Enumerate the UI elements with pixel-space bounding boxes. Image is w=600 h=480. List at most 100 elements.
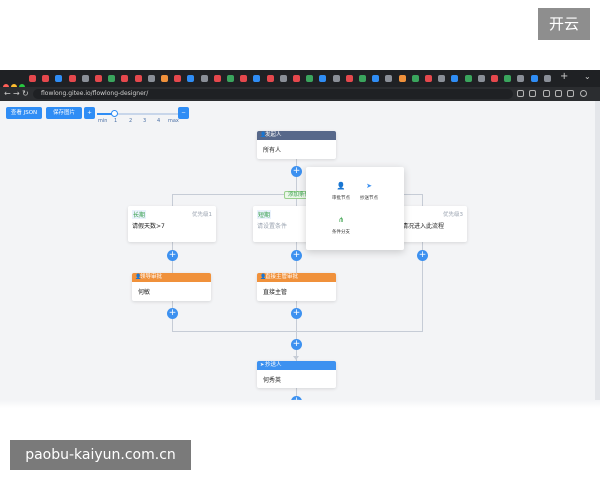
tab-favicon-icon[interactable] xyxy=(438,75,446,82)
tab-favicon-icon[interactable] xyxy=(306,75,314,82)
connector-line xyxy=(172,194,173,206)
tab-favicon-icon[interactable] xyxy=(227,75,234,82)
cc-node-header: ➤抄送人 xyxy=(257,361,336,370)
connector-line xyxy=(296,199,297,206)
tab-favicon-icon[interactable] xyxy=(451,75,459,82)
connector-line xyxy=(422,194,423,206)
url-field[interactable]: flowlong.gitee.io/flowlong-designer/ xyxy=(33,89,513,99)
zoom-in-button[interactable]: + xyxy=(84,107,95,119)
save-image-button[interactable]: 保存图片 xyxy=(46,107,82,119)
url-text: flowlong.gitee.io/flowlong-designer/ xyxy=(41,90,149,97)
add-node-button[interactable]: + xyxy=(291,339,302,350)
tab-favicon-icon[interactable] xyxy=(174,75,182,82)
condition-name[interactable]: 长期 xyxy=(132,210,147,219)
zoom-slider-track[interactable] xyxy=(97,113,183,115)
zoom-tick-label: min xyxy=(98,118,108,124)
add-node-button[interactable]: + xyxy=(291,250,302,261)
zoom-tick-label: 1 xyxy=(114,118,118,124)
extensions-icon[interactable] xyxy=(543,90,550,97)
download-icon[interactable] xyxy=(555,90,562,97)
cc-node[interactable]: ➤抄送人 何秀英 xyxy=(257,361,336,388)
approver-node-supervisor[interactable]: 👤直接主管审批 直接主管 xyxy=(257,273,336,301)
connector-line xyxy=(172,331,423,332)
popover-condition-option[interactable]: ⋔ 条件分支 xyxy=(326,216,356,235)
tab-favicon-icon[interactable] xyxy=(95,75,102,82)
add-node-button[interactable]: + xyxy=(291,308,302,319)
forward-icon[interactable]: → xyxy=(13,89,20,98)
condition-rule: 请设置条件 xyxy=(257,223,288,230)
tab-favicon-icon[interactable] xyxy=(134,75,142,82)
bookmark-star-icon[interactable] xyxy=(529,90,536,97)
popover-approver-option[interactable]: 👤 审批节点 xyxy=(326,182,356,201)
tab-favicon-icon[interactable] xyxy=(372,75,380,82)
back-icon[interactable]: ← xyxy=(4,89,11,98)
zoom-slider-handle[interactable] xyxy=(111,110,118,117)
approver-node-header: 👤领导审批 xyxy=(132,273,211,282)
tab-favicon-icon[interactable] xyxy=(121,75,129,82)
view-json-button[interactable]: 查看 JSON xyxy=(6,107,42,119)
zoom-out-button[interactable]: − xyxy=(178,107,189,119)
cc-node-value: 何秀英 xyxy=(263,377,282,384)
popover-option-label: 抄送节点 xyxy=(360,196,378,201)
popover-cc-option[interactable]: ➤ 抄送节点 xyxy=(354,182,384,201)
tab-favicon-icon[interactable] xyxy=(42,75,50,82)
tab-favicon-icon[interactable] xyxy=(240,75,248,82)
profile-avatar[interactable] xyxy=(580,90,587,97)
tab-favicon-icon[interactable] xyxy=(81,75,89,82)
tab-list-chevron-icon[interactable]: ⌄ xyxy=(584,72,591,81)
tab-favicon-icon[interactable] xyxy=(29,75,36,82)
tab-favicon-icon[interactable] xyxy=(477,75,485,82)
tab-favicon-icon[interactable] xyxy=(411,75,419,82)
condition-name[interactable]: 短期 xyxy=(257,210,272,219)
tab-favicon-icon[interactable] xyxy=(55,75,63,82)
add-node-button[interactable]: + xyxy=(167,308,178,319)
popover-option-label: 审批节点 xyxy=(332,196,350,201)
tab-favicon-icon[interactable] xyxy=(161,75,168,82)
address-bar: ← → ↻ flowlong.gitee.io/flowlong-designe… xyxy=(0,87,600,101)
tab-favicon-icon[interactable] xyxy=(253,75,261,82)
initiator-node-header: 👤发起人 xyxy=(257,131,336,140)
sidebar-icon[interactable] xyxy=(567,90,574,97)
zoom-tick-label: 4 xyxy=(157,118,161,124)
tab-favicon-icon[interactable] xyxy=(464,75,472,82)
tab-favicon-icon[interactable] xyxy=(398,75,406,82)
connector-line xyxy=(172,194,306,195)
tab-favicon-icon[interactable] xyxy=(147,75,155,82)
watermark: paobu-kaiyun.com.cn xyxy=(10,440,191,470)
add-node-button[interactable]: + xyxy=(167,250,178,261)
tab-favicon-icon[interactable] xyxy=(491,75,498,82)
condition-branch-1[interactable]: 长期 优先级1 请假天数>7 xyxy=(128,206,216,242)
initiator-node[interactable]: 👤发起人 所有人 xyxy=(257,131,336,159)
tab-favicon-icon[interactable] xyxy=(187,75,195,82)
tab-favicon-icon[interactable] xyxy=(200,75,208,82)
tab-favicon-icon[interactable] xyxy=(108,75,116,82)
tab-favicon-icon[interactable] xyxy=(213,75,221,82)
tab-favicon-icon[interactable] xyxy=(530,75,538,82)
share-icon[interactable] xyxy=(517,90,524,97)
tab-favicon-icon[interactable] xyxy=(293,75,300,82)
tab-favicon-icon[interactable] xyxy=(345,75,353,82)
tab-favicon-icon[interactable] xyxy=(266,75,274,82)
corner-badge: 开云 xyxy=(538,8,590,40)
add-node-button[interactable]: + xyxy=(291,166,302,177)
add-node-button[interactable]: + xyxy=(417,250,428,261)
tab-favicon-icon[interactable] xyxy=(359,75,366,82)
tab-favicon-icon[interactable] xyxy=(68,75,76,82)
tab-favicon-icon[interactable] xyxy=(385,75,393,82)
new-tab-button[interactable]: + xyxy=(560,71,569,82)
tab-favicon-icon[interactable] xyxy=(332,75,340,82)
reload-icon[interactable]: ↻ xyxy=(22,89,29,98)
approver-node-header: 👤直接主管审批 xyxy=(257,273,336,282)
tab-favicon-icon[interactable] xyxy=(504,75,512,82)
branch-icon: ⋔ xyxy=(338,216,344,224)
tab-favicon-icon[interactable] xyxy=(279,75,287,82)
tab-favicon-icon[interactable] xyxy=(517,75,525,82)
connector-line xyxy=(296,388,297,400)
tab-favicon-icon[interactable] xyxy=(543,75,551,82)
tab-favicon-icon[interactable] xyxy=(425,75,432,82)
approver-node-leader[interactable]: 👤领导审批 何敏 xyxy=(132,273,211,301)
add-node-popover: 👤 审批节点 ➤ 抄送节点 ⋔ 条件分支 xyxy=(306,167,404,250)
condition-branch-3[interactable]: 优先级3 他情况进入此流程 xyxy=(396,206,467,242)
vertical-scrollbar[interactable] xyxy=(595,101,600,408)
tab-favicon-icon[interactable] xyxy=(319,75,327,82)
